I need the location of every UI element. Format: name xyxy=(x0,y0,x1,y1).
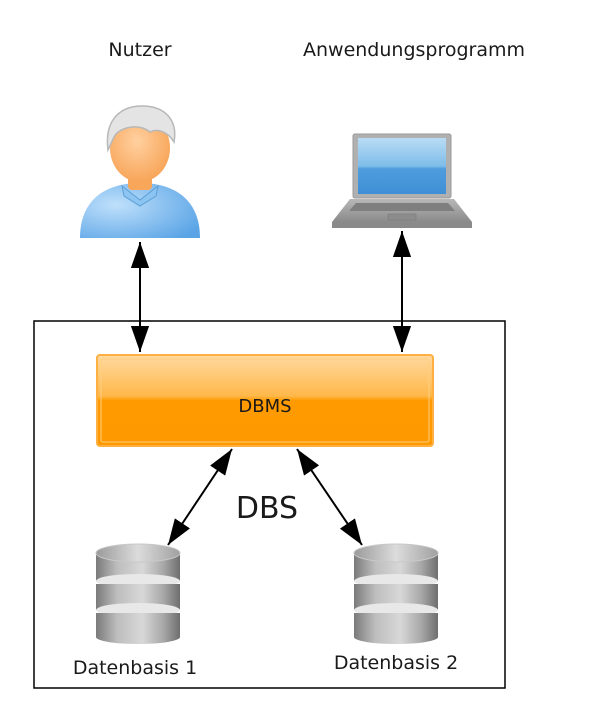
arrow-dbms-db1 xyxy=(167,448,233,546)
dbms-label: DBMS xyxy=(238,396,291,417)
dbs-label: DBS xyxy=(236,491,298,526)
database-icon xyxy=(95,543,181,644)
dbms-box: DBMS xyxy=(96,354,434,447)
database-2-label: Datenbasis 2 xyxy=(334,652,458,674)
database-icon xyxy=(353,543,439,644)
dbs-boundary xyxy=(33,320,506,689)
arrow-dbms-db2 xyxy=(296,448,363,546)
database-1-label: Datenbasis 1 xyxy=(73,657,197,679)
user-icon xyxy=(80,105,200,238)
laptop-icon xyxy=(332,133,472,228)
application-label: Anwendungsprogramm xyxy=(303,39,525,61)
user-label: Nutzer xyxy=(108,39,171,61)
